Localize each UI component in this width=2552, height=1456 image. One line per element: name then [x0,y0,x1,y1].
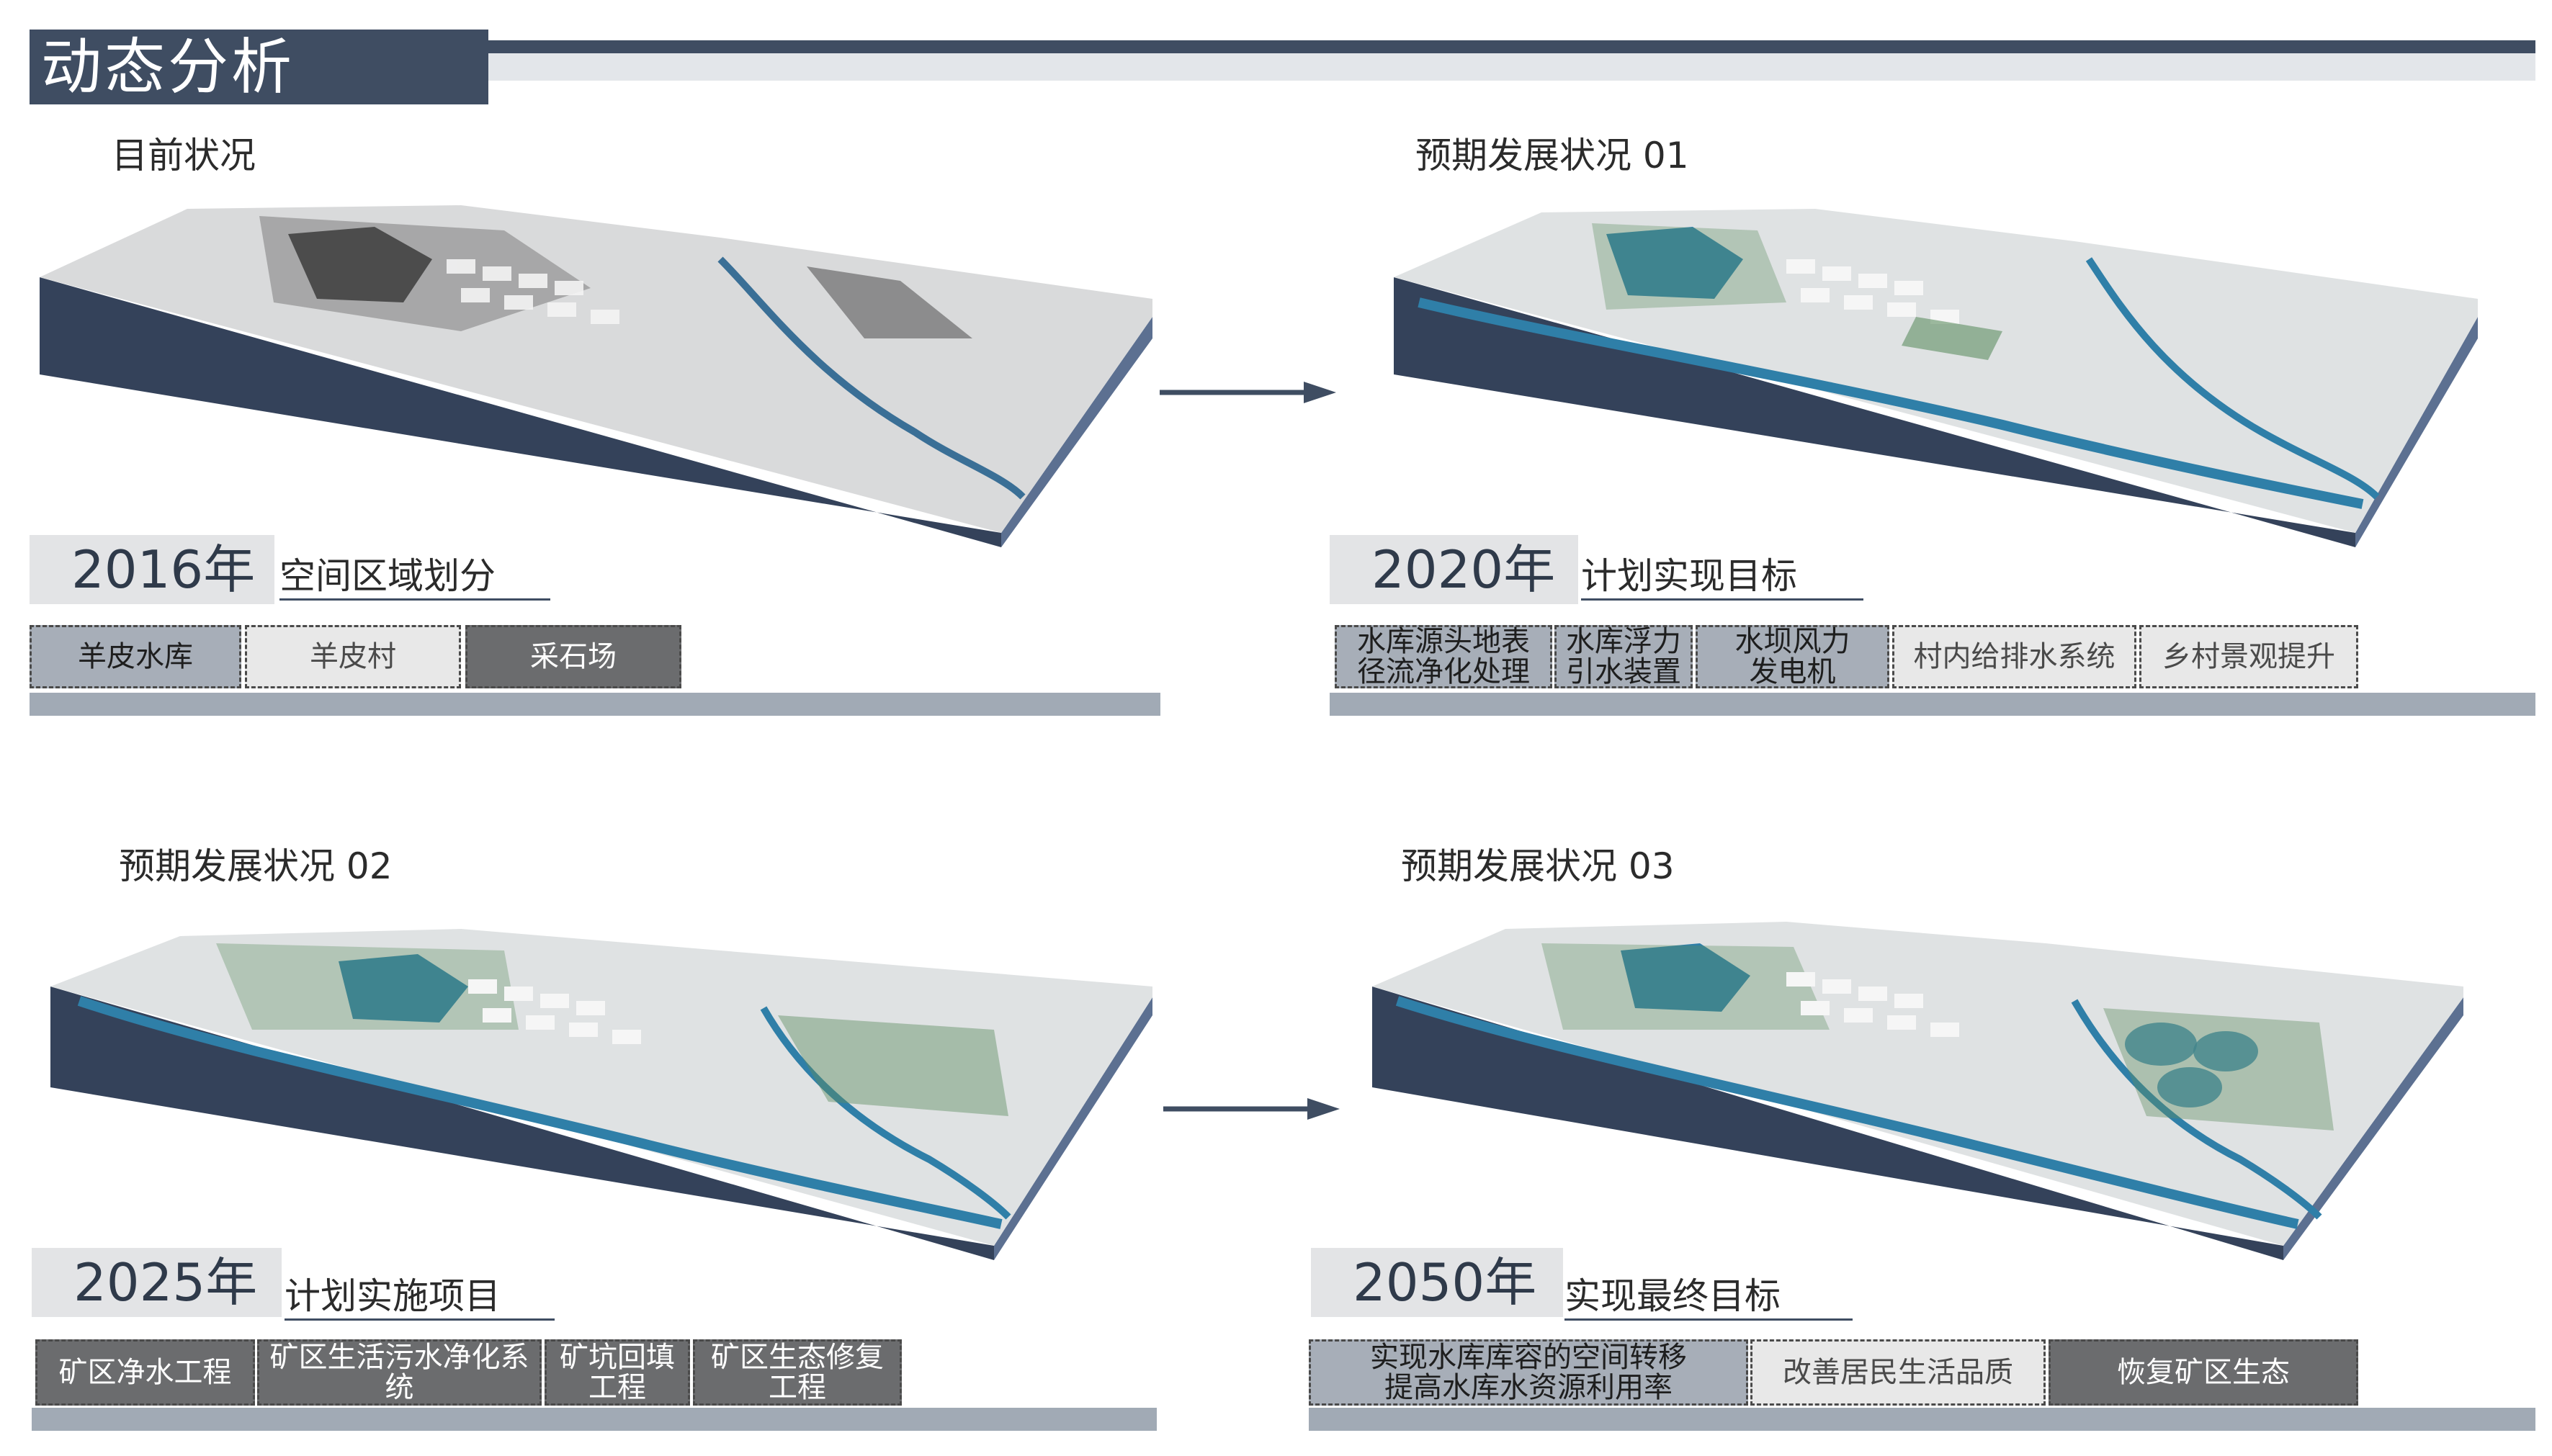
tag-landscape-upgrade: 乡村景观提升 [2139,625,2358,688]
tag-mine-water-purification: 矿区净水工程 [35,1339,255,1406]
terrain-model-2016 [40,205,1152,547]
tag-buoyancy-diversion: 水库浮力 引水装置 [1554,625,1693,688]
tag-quarry: 采石场 [465,625,681,688]
header-divider-shade [488,53,2535,81]
header-divider [488,40,2535,53]
year-badge-2025: 2025年 [32,1248,282,1317]
panel-2-tag-bar [1330,693,2535,716]
terrain-model-2020 [1394,209,2478,547]
page-title: 动态分析 [30,30,488,104]
panel-1-tag-bar [30,693,1160,716]
tag-improve-living-quality: 改善居民生活品质 [1750,1339,2046,1406]
panel-2-subtitle: 计划实现目标 [1581,547,1863,601]
panel-1-subtitle: 空间区域划分 [279,547,550,601]
tag-reservoir-capacity-transfer: 实现水库库容的空间转移 提高水库水资源利用率 [1309,1339,1748,1406]
tag-mine-sewage-system: 矿区生活污水净化系统 [257,1339,542,1406]
right-arrow-icon [1160,382,1336,403]
panel-4-label: 预期发展状况 03 [1401,845,1675,887]
terrain-model-2050 [1372,922,2463,1260]
tag-runoff-purification: 水库源头地表 径流净化处理 [1335,625,1552,688]
tag-reservoir: 羊皮水库 [30,625,241,688]
year-badge-2016: 2016年 [30,535,274,604]
panel-3-tag-bar [32,1408,1157,1431]
panel-3-label: 预期发展状况 02 [119,845,393,887]
panel-4-tag-bar [1309,1408,2535,1431]
tag-restore-mine-ecology: 恢复矿区生态 [2049,1339,2358,1406]
tag-mine-ecological-restoration: 矿区生态修复 工程 [693,1339,902,1406]
panel-2-label: 预期发展状况 01 [1415,135,1689,176]
year-badge-2020: 2020年 [1330,535,1578,604]
tag-village: 羊皮村 [245,625,461,688]
tag-dam-wind-generator: 水坝风力 发电机 [1696,625,1889,688]
panel-1-label: 目前状况 [112,135,256,176]
terrain-model-2025 [50,929,1152,1260]
panel-3-subtitle: 计划实施项目 [285,1267,555,1321]
tag-pit-backfill: 矿坑回填 工程 [545,1339,690,1406]
right-arrow-icon [1163,1098,1340,1120]
panel-4-subtitle: 实现最终目标 [1564,1267,1853,1321]
tag-water-supply-drainage: 村内给排水系统 [1892,625,2136,688]
year-badge-2050: 2050年 [1311,1248,1563,1317]
